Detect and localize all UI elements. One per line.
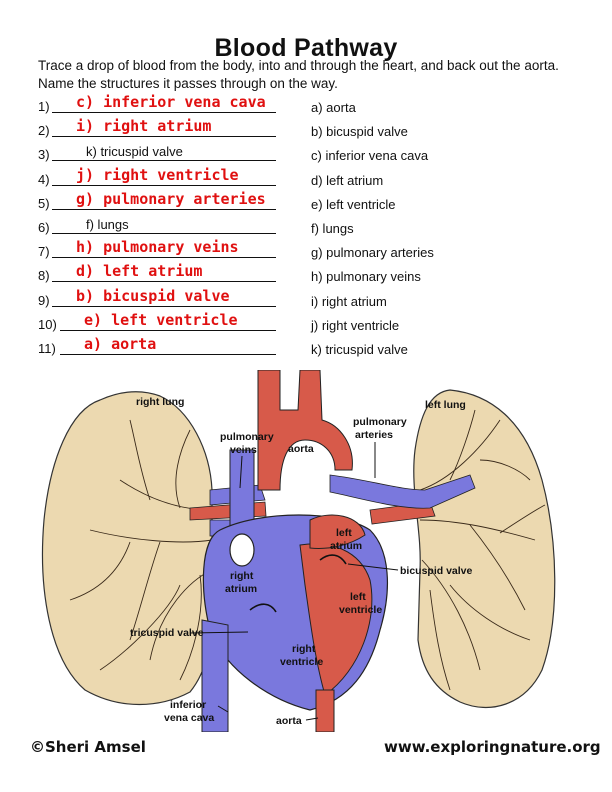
answer-number: 11)	[38, 341, 56, 356]
answer-row: 7) h) pulmonary veins	[38, 238, 278, 261]
leader-lines	[189, 442, 399, 721]
answer-line	[52, 305, 276, 307]
label-left-lung: left lung	[425, 399, 466, 411]
footer-website[interactable]: www.exploringnature.org	[384, 738, 601, 756]
answer-row: 3) k) tricuspid valve	[38, 142, 278, 164]
label-tricuspid-valve: tricuspid valve	[130, 627, 204, 639]
answer-number: 4)	[38, 171, 50, 187]
answer-line	[52, 184, 276, 186]
answer-line	[52, 160, 276, 162]
answer-line	[52, 257, 276, 259]
option-item: b) bicuspid valve	[311, 124, 408, 140]
answer-row: 2) i) right atrium	[38, 117, 278, 140]
answer-text[interactable]: g) pulmonary arteries	[76, 189, 266, 208]
label-pulmonary-veins-2: veins	[230, 444, 257, 456]
answer-line	[52, 136, 276, 138]
right-atrium-opening	[229, 533, 255, 567]
label-right-atrium-1: right	[230, 570, 254, 582]
label-pulmonary-arteries-2: arteries	[355, 429, 393, 441]
left-atrium	[309, 514, 366, 549]
label-left-atrium-2: atrium	[330, 540, 362, 552]
left-lung-vessels	[419, 409, 546, 691]
worksheet-title: Blood Pathway	[214, 34, 398, 62]
answer-text[interactable]: e) left ventricle	[84, 310, 238, 329]
answer-text[interactable]: b) bicuspid valve	[76, 286, 230, 305]
label-aorta-top: aorta	[288, 443, 314, 455]
label-right-lung: right lung	[136, 396, 184, 408]
option-item: e) left ventricle	[311, 196, 396, 212]
label-left-ventricle-1: left	[350, 591, 366, 603]
answer-row: 4) j) right ventricle	[38, 165, 278, 189]
descending-aorta	[315, 689, 335, 732]
left-ventricle	[299, 543, 373, 696]
instructions: Trace a drop of blood from the body, int…	[38, 58, 559, 91]
tricuspid-valve	[249, 603, 277, 613]
label-right-ventricle-2: ventricle	[280, 656, 323, 668]
label-pulmonary-veins-1: pulmonary	[220, 431, 274, 443]
label-right-ventricle-1: right	[292, 643, 316, 655]
label-inferior-vena-cava-2: vena cava	[164, 712, 214, 724]
label-right-atrium-2: atrium	[225, 583, 257, 595]
answer-text[interactable]: f) lungs	[86, 217, 129, 232]
answer-number: 9)	[38, 292, 50, 308]
option-item: h) pulmonary veins	[311, 269, 421, 285]
label-left-atrium-1: left	[336, 527, 352, 539]
answer-number: 6)	[38, 220, 50, 235]
left-lung	[413, 389, 556, 709]
answer-text[interactable]: h) pulmonary veins	[76, 238, 239, 257]
answer-line	[60, 354, 276, 355]
option-item: d) left atrium	[311, 172, 384, 188]
answer-text[interactable]: d) left atrium	[76, 262, 203, 281]
option-item: c) inferior vena cava	[311, 148, 429, 164]
answer-row: 6) f) lungs	[38, 215, 278, 237]
pulmonary-arteries-left	[329, 474, 476, 509]
answer-number: 8)	[38, 268, 50, 284]
label-inferior-vena-cava-1: inferior	[170, 699, 206, 711]
option-item: i) right atrium	[311, 293, 387, 309]
answer-line	[52, 208, 276, 210]
answer-line	[52, 233, 276, 234]
footer-copyright: ©Sheri Amsel	[30, 738, 146, 756]
label-left-ventricle-2: ventricle	[339, 604, 382, 616]
answer-line	[52, 281, 276, 283]
option-item: j) right ventricle	[311, 317, 400, 333]
answer-number: 10)	[38, 316, 57, 332]
label-pulmonary-arteries-1: pulmonary	[353, 416, 407, 428]
answer-text[interactable]: i) right atrium	[76, 117, 212, 136]
aorta-arch	[257, 370, 353, 491]
answer-number: 1)	[38, 99, 50, 114]
right-lung-vessels	[69, 419, 213, 681]
answer-number: 3)	[38, 147, 50, 163]
answer-number: 2)	[38, 123, 50, 139]
option-item: f) lungs	[311, 221, 354, 236]
bicuspid-valve	[319, 554, 347, 565]
option-item: a) aorta	[311, 100, 356, 115]
answer-row: 8) d) left atrium	[38, 262, 278, 285]
answer-number: 5)	[38, 195, 50, 211]
answer-text[interactable]: k) tricuspid valve	[86, 144, 183, 160]
answer-row: 1) c) inferior vena cava	[38, 93, 278, 116]
answer-row: 11) a) aorta	[38, 335, 278, 358]
answer-number: 7)	[38, 244, 50, 260]
label-aorta-bottom: aorta	[276, 715, 302, 727]
option-item: g) pulmonary arteries	[311, 245, 434, 261]
inferior-vena-cava	[201, 619, 229, 732]
heart-lungs-diagram: right lung left lung pulmonary veins aor…	[41, 370, 556, 732]
answer-row: 10) e) left ventricle	[38, 310, 278, 334]
answer-line	[60, 329, 276, 331]
label-bicuspid-valve: bicuspid valve	[400, 565, 473, 577]
answer-row: 5) g) pulmonary arteries	[38, 189, 278, 213]
answer-line	[52, 112, 276, 113]
answer-text[interactable]: j) right ventricle	[76, 165, 239, 184]
option-item: k) tricuspid valve	[311, 342, 408, 357]
answer-row: 9) b) bicuspid valve	[38, 286, 278, 310]
answer-text[interactable]: a) aorta	[84, 335, 157, 353]
answer-text[interactable]: c) inferior vena cava	[76, 93, 266, 111]
